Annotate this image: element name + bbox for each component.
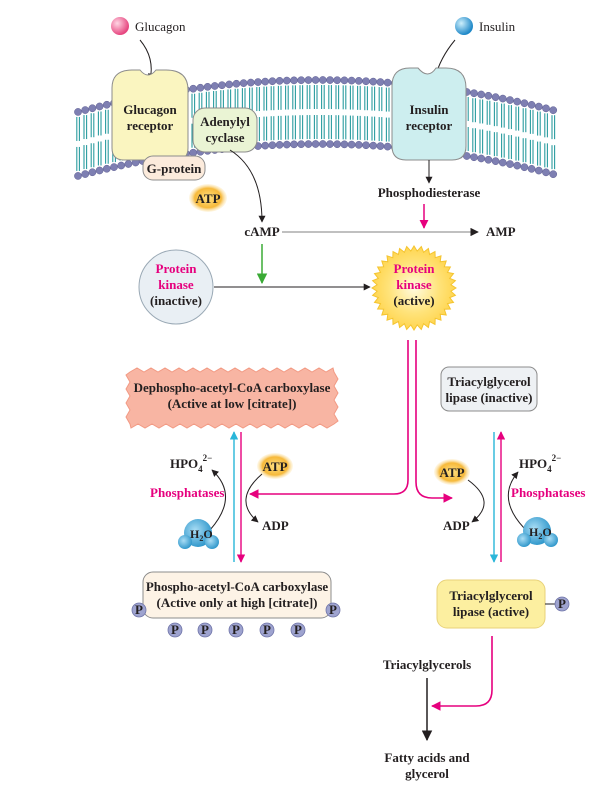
glucagon-label: Glucagon (135, 19, 186, 34)
phosphate-badge-0: P (131, 602, 147, 618)
phospho-acc-label-1: Phospho-acetyl-CoA carboxylase (146, 579, 329, 594)
right-cycle-arrows (489, 431, 506, 563)
g-protein-label: G-protein (147, 161, 202, 176)
phosphodiesterase-label: Phosphodiesterase (378, 185, 481, 200)
kinase-output-arrows (249, 340, 453, 503)
dephospho-acc-label-1: Dephospho-acetyl-CoA carboxylase (134, 380, 331, 395)
amp-label: AMP (486, 224, 516, 239)
pk-active-label-3: (active) (393, 293, 434, 308)
right-phosphatases-label: Phosphatases (511, 485, 585, 500)
insulin-ligand: Insulin (433, 17, 516, 79)
phosphate-badge-4: P (259, 622, 275, 638)
tag-lipase-active-box: Triacylglycerol lipase (active) P (436, 579, 570, 629)
phosphate-badge-2: P (197, 622, 213, 638)
atp-membrane: ATP (189, 184, 227, 212)
insulin-receptor-label-1: Insulin (409, 102, 449, 117)
insulin-receptor: Insulin receptor (391, 67, 467, 161)
right-atp-adp-arrow (467, 479, 485, 523)
fatty-acids-label-2: glycerol (405, 766, 449, 781)
atp-label: ATP (195, 191, 220, 206)
pk-active-label-1: Protein (394, 261, 436, 276)
dephospho-acc-box: Dephospho-acetyl-CoA carboxylase (Active… (125, 367, 339, 429)
dephospho-acc-label-2: (Active at low [citrate]) (168, 396, 297, 411)
phosphate-badge-5: P (290, 622, 306, 638)
svg-text:P: P (232, 622, 240, 637)
right-adp-label: ADP (443, 518, 470, 533)
left-atp: ATP (257, 453, 293, 479)
tag-lipase-active-label-2: lipase (active) (453, 604, 529, 619)
adenylyl-cyclase-label-2: cyclase (206, 130, 245, 145)
pk-inactive-label-1: Protein (156, 261, 198, 276)
right-hpo4: HPO42− (519, 453, 561, 474)
right-h2o-hpo4-arrow (507, 471, 525, 529)
glucagon-receptor: Glucagon receptor (111, 69, 189, 161)
phospho-acc-label-2: (Active only at high [citrate]) (156, 595, 317, 610)
camp-label: cAMP (244, 224, 279, 239)
svg-text:P: P (329, 602, 337, 617)
right-atp: ATP (434, 459, 470, 485)
pk-active-label-2: kinase (396, 277, 432, 292)
lipase-to-pathway-arrow (431, 636, 493, 711)
left-phosphatases-label: Phosphatases (150, 485, 224, 500)
protein-kinase-inactive: Protein kinase (inactive) (138, 249, 214, 325)
phospho-acc-box: Phospho-acetyl-CoA carboxylase (Active o… (142, 571, 332, 619)
tag-lipase-inactive-box: Triacylglycerol lipase (inactive) (440, 366, 538, 412)
left-hpo4-label: HPO42− (170, 453, 212, 474)
phosphate-badge-1: P (167, 622, 183, 638)
left-atp-adp-arrow (245, 473, 263, 523)
svg-text:P: P (294, 622, 302, 637)
triacylglycerols-label: Triacylglycerols (383, 657, 471, 672)
svg-text:P: P (171, 622, 179, 637)
right-atp-label: ATP (439, 465, 464, 480)
adenylyl-to-camp-arrow (229, 149, 266, 223)
left-atp-label: ATP (262, 459, 287, 474)
svg-text:P: P (135, 602, 143, 617)
right-hpo4-label: HPO42− (519, 453, 561, 474)
adenylyl-cyclase: Adenylyl cyclase (192, 107, 258, 153)
svg-text:H2O: H2O (529, 525, 552, 541)
tag-lipase-inactive-label-1: Triacylglycerol (447, 374, 531, 389)
left-hpo4: HPO42− (170, 453, 212, 474)
insulin-label: Insulin (479, 19, 516, 34)
phosphate-badge-6: P (325, 602, 341, 618)
svg-text:P: P (201, 622, 209, 637)
left-adp-label: ADP (262, 518, 289, 533)
phosphate-badge-3: P (228, 622, 244, 638)
tag-lipase-active-label-1: Triacylglycerol (449, 588, 533, 603)
left-cycle-arrows (229, 431, 246, 563)
tag-lipase-inactive-label-2: lipase (inactive) (445, 390, 532, 405)
left-h2o-hpo4-arrow (209, 469, 226, 531)
g-protein: G-protein (142, 155, 206, 181)
left-h2o: H2O (178, 519, 219, 549)
adenylyl-cyclase-label-1: Adenylyl (200, 114, 250, 129)
right-h2o: H2O (517, 517, 558, 547)
phosphate-badges: P P P P P P P (131, 602, 341, 638)
fatty-acids-label-1: Fatty acids and (384, 750, 470, 765)
svg-text:P: P (263, 622, 271, 637)
glucagon-receptor-label-1: Glucagon (123, 102, 177, 117)
protein-kinase-active: Protein kinase (active) (371, 245, 457, 331)
insulin-receptor-label-2: receptor (406, 118, 453, 133)
pk-inactive-label-2: kinase (158, 277, 194, 292)
glucagon-receptor-label-2: receptor (127, 118, 174, 133)
lipase-p-badge: P (558, 596, 566, 611)
pk-inactive-label-3: (inactive) (150, 293, 202, 308)
svg-text:H2O: H2O (190, 527, 213, 543)
